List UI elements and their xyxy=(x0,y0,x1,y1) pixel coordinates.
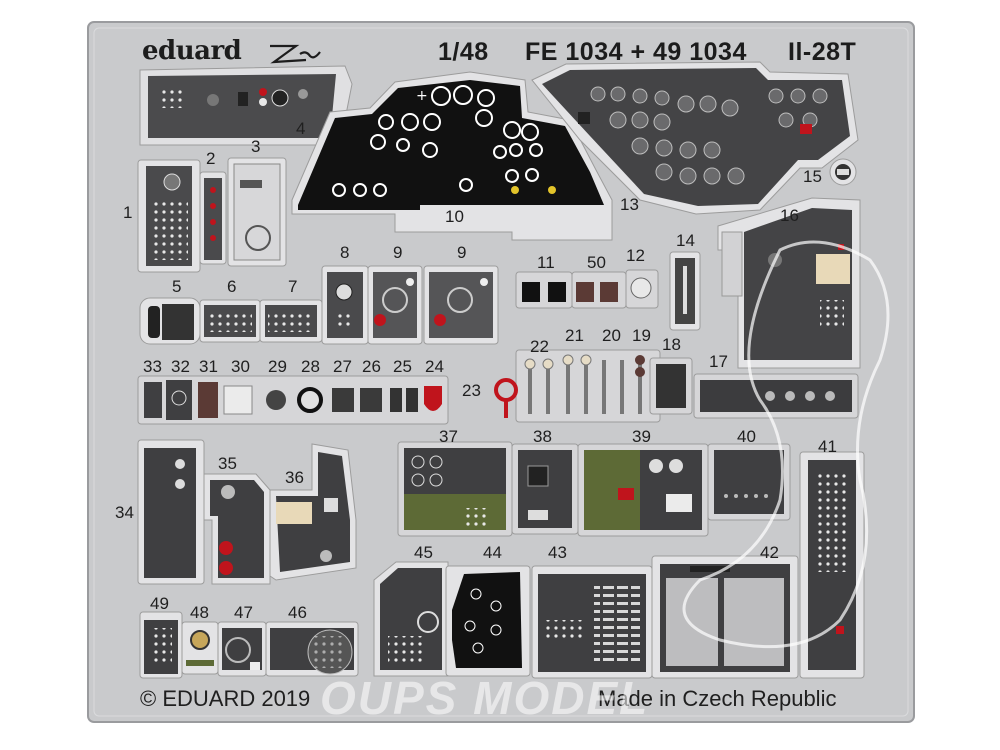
label-part-37: 37 xyxy=(439,427,458,446)
catalog-number: FE 1034 + 49 1034 xyxy=(525,38,747,66)
label-part-12: 12 xyxy=(626,246,645,265)
part-49 xyxy=(139,611,183,679)
label-part-41: 41 xyxy=(818,437,837,456)
label-part-9-right: 9 xyxy=(457,243,467,262)
label-part-9-left: 9 xyxy=(393,243,403,262)
watermark-text: OUPS MODEL xyxy=(320,672,650,724)
label-part-32: 32 xyxy=(171,357,190,376)
label-part-5: 5 xyxy=(172,277,182,296)
part-1 xyxy=(137,159,201,273)
part-10-main-instrument-panel: + xyxy=(291,71,613,241)
part-35 xyxy=(203,473,271,585)
model-name: Il-28T xyxy=(788,38,857,66)
part-40 xyxy=(707,443,791,521)
label-part-36: 36 xyxy=(285,468,304,487)
label-part-48: 48 xyxy=(190,603,209,622)
label-part-29: 29 xyxy=(268,357,287,376)
label-part-4: 4 xyxy=(296,119,306,138)
part-41 xyxy=(799,451,865,679)
part-14 xyxy=(669,251,701,331)
part-36 xyxy=(269,443,357,581)
part-8 xyxy=(321,265,369,345)
label-part-10: 10 xyxy=(445,207,464,226)
part-15 xyxy=(829,158,857,186)
svg-text:+: + xyxy=(416,88,428,104)
part-44 xyxy=(445,565,531,677)
label-part-20: 20 xyxy=(602,326,621,345)
copyright-text: © EDUARD 2019 xyxy=(140,686,311,711)
label-part-21: 21 xyxy=(565,326,584,345)
label-part-23: 23 xyxy=(462,381,481,400)
parts-18-23-levers xyxy=(494,349,661,423)
label-part-1: 1 xyxy=(123,203,133,222)
label-part-28: 28 xyxy=(301,357,320,376)
label-part-34: 34 xyxy=(115,503,134,522)
parts-24-33-strip xyxy=(137,375,449,425)
part-9-right xyxy=(423,265,499,345)
part-48 xyxy=(181,621,219,675)
part-5 xyxy=(139,297,201,345)
label-part-6: 6 xyxy=(227,277,237,296)
label-part-18: 18 xyxy=(662,335,681,354)
part-46 xyxy=(265,621,359,677)
label-part-3: 3 xyxy=(251,137,261,156)
label-part-24: 24 xyxy=(425,357,444,376)
label-part-46: 46 xyxy=(288,603,307,622)
part-34 xyxy=(137,439,205,585)
part-37 xyxy=(397,441,513,537)
label-part-44: 44 xyxy=(483,543,502,562)
label-part-2: 2 xyxy=(206,149,216,168)
watermark-figure xyxy=(682,240,890,649)
label-part-27: 27 xyxy=(333,357,352,376)
part-42 xyxy=(651,555,799,679)
label-part-39: 39 xyxy=(632,427,651,446)
label-part-25: 25 xyxy=(393,357,412,376)
part-7 xyxy=(259,299,323,343)
label-part-16: 16 xyxy=(780,206,799,225)
label-part-45: 45 xyxy=(414,543,433,562)
part-39 xyxy=(577,443,709,537)
part-38 xyxy=(511,443,579,535)
part-2 xyxy=(199,171,227,265)
label-part-26: 26 xyxy=(362,357,381,376)
part-45 xyxy=(373,561,449,677)
label-part-15: 15 xyxy=(803,167,822,186)
label-part-30: 30 xyxy=(231,357,250,376)
label-part-38: 38 xyxy=(533,427,552,446)
label-part-35: 35 xyxy=(218,454,237,473)
label-part-14: 14 xyxy=(676,231,695,250)
label-part-49: 49 xyxy=(150,594,169,613)
label-part-50: 50 xyxy=(587,253,606,272)
label-part-40: 40 xyxy=(737,427,756,446)
part-12 xyxy=(625,269,659,309)
part-47 xyxy=(217,621,267,677)
label-part-42: 42 xyxy=(760,543,779,562)
part-9-left xyxy=(367,265,423,345)
label-part-19: 19 xyxy=(632,326,651,345)
zoom-logo-icon xyxy=(270,44,321,64)
part-4 xyxy=(139,65,353,146)
label-part-31: 31 xyxy=(199,357,218,376)
part-17 xyxy=(693,373,859,419)
label-part-17: 17 xyxy=(709,352,728,371)
label-part-8: 8 xyxy=(340,243,350,262)
label-part-13: 13 xyxy=(620,195,639,214)
part-3 xyxy=(227,157,287,267)
scale-label: 1/48 xyxy=(438,38,489,66)
part-11 xyxy=(515,271,573,309)
label-part-33: 33 xyxy=(143,357,162,376)
part-50 xyxy=(571,271,627,309)
label-part-22: 22 xyxy=(530,337,549,356)
label-part-47: 47 xyxy=(234,603,253,622)
label-part-11: 11 xyxy=(537,253,555,272)
label-part-43: 43 xyxy=(548,543,567,562)
part-43 xyxy=(531,565,653,679)
part-13-right-panel xyxy=(531,61,859,215)
origin-text: Made in Czech Republic xyxy=(598,686,837,711)
part-18 xyxy=(649,357,693,415)
brand-logo: eduard xyxy=(142,36,242,66)
part-6 xyxy=(199,299,261,343)
label-part-7: 7 xyxy=(288,277,298,296)
